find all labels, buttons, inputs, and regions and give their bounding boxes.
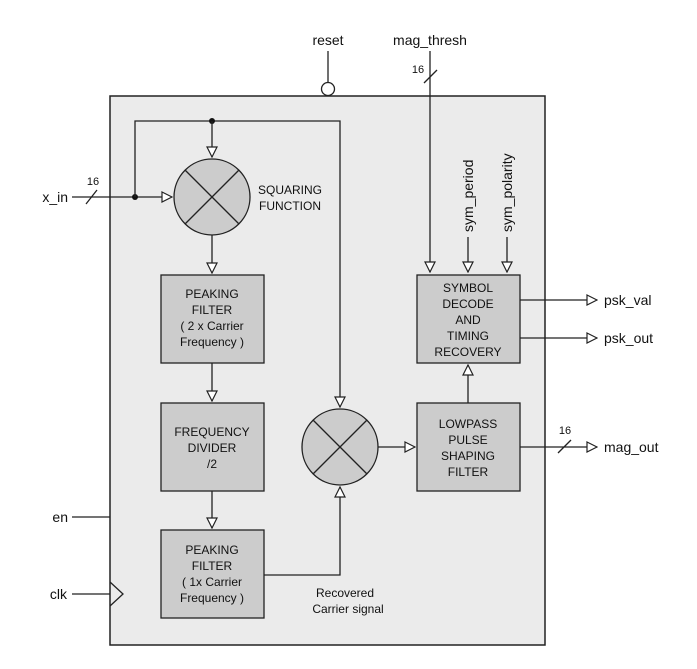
block-label-line: AND: [455, 313, 481, 327]
mag-thresh-label: mag_thresh: [393, 32, 467, 48]
en-label: en: [52, 509, 68, 525]
psk-val-label: psk_val: [604, 292, 651, 308]
bus-slash-icon: [85, 189, 98, 205]
block-label-line: PULSE: [448, 433, 487, 447]
block-label-line: TIMING: [447, 329, 489, 343]
sym-period-label: sym_period: [460, 160, 476, 232]
psk-out-label: psk_out: [604, 330, 653, 346]
block-label-line: /2: [207, 457, 217, 471]
block-label-line: DECODE: [442, 297, 493, 311]
block-label-line: SYMBOL: [443, 281, 493, 295]
block-label-line: RECOVERY: [434, 345, 501, 359]
peaking-filter-1x-block: PEAKING FILTER ( 1x Carrier Frequency ): [160, 529, 265, 619]
block-label-line: Frequency ): [180, 335, 244, 349]
active-low-bubble-icon: [320, 81, 336, 97]
block-label-line: PEAKING: [185, 287, 238, 301]
block-label-line: DIVIDER: [188, 441, 237, 455]
bus-slash-icon: [423, 69, 438, 84]
mag-out-label: mag_out: [604, 439, 659, 455]
psk-out-port: psk_out: [520, 330, 653, 346]
squaring-label-line2: FUNCTION: [259, 199, 321, 213]
block-label-line: PEAKING: [185, 543, 238, 557]
clock-edge-icon: [109, 581, 124, 607]
symbol-decode-block: SYMBOL DECODE AND TIMING RECOVERY: [416, 274, 521, 364]
mag-out-width: 16: [559, 425, 571, 437]
input-loop-wire: [134, 120, 340, 407]
lowpass-filter-block: LOWPASS PULSE SHAPING FILTER: [416, 402, 521, 492]
mag-out-port: 16 mag_out: [520, 425, 659, 455]
block-label-line: FILTER: [192, 559, 233, 573]
block-label-line: FILTER: [448, 465, 489, 479]
clk-port: clk: [50, 581, 124, 607]
demodulation-mixer: [301, 408, 379, 486]
clk-label: clk: [50, 586, 68, 602]
x-in-width: 16: [87, 176, 99, 188]
psk-val-port: psk_val: [520, 292, 651, 308]
recovered-carrier-label-line1: Recovered: [316, 586, 374, 600]
block-label-line: FREQUENCY: [174, 425, 249, 439]
squaring-mixer: SQUARING FUNCTION: [173, 158, 322, 236]
reset-label: reset: [312, 32, 343, 48]
peaking-filter-2x-block: PEAKING FILTER ( 2 x Carrier Frequency ): [160, 274, 265, 364]
sym-period-port: sym_period: [460, 160, 476, 272]
x-in-port: x_in 16: [42, 176, 172, 205]
block-label-line: ( 1x Carrier: [182, 575, 242, 589]
block-label-line: Frequency ): [180, 591, 244, 605]
bus-slash-icon: [557, 439, 572, 454]
block-label-line: FILTER: [192, 303, 233, 317]
sym-polarity-port: sym_polarity: [499, 153, 515, 272]
frequency-divider-block: FREQUENCY DIVIDER /2: [160, 402, 265, 492]
x-in-label: x_in: [42, 189, 68, 205]
sym-polarity-label: sym_polarity: [499, 153, 515, 232]
squaring-label-line1: SQUARING: [258, 183, 322, 197]
mag-thresh-port: mag_thresh 16: [393, 32, 467, 272]
block-label-line: SHAPING: [441, 449, 495, 463]
mag-thresh-width: 16: [412, 64, 424, 76]
block-label-line: ( 2 x Carrier: [180, 319, 243, 333]
reset-port: reset: [312, 32, 344, 97]
recovered-carrier-wire: [264, 487, 340, 576]
recovered-carrier-label-line2: Carrier signal: [312, 602, 383, 616]
en-port: en: [52, 509, 110, 525]
block-label-line: LOWPASS: [439, 417, 497, 431]
